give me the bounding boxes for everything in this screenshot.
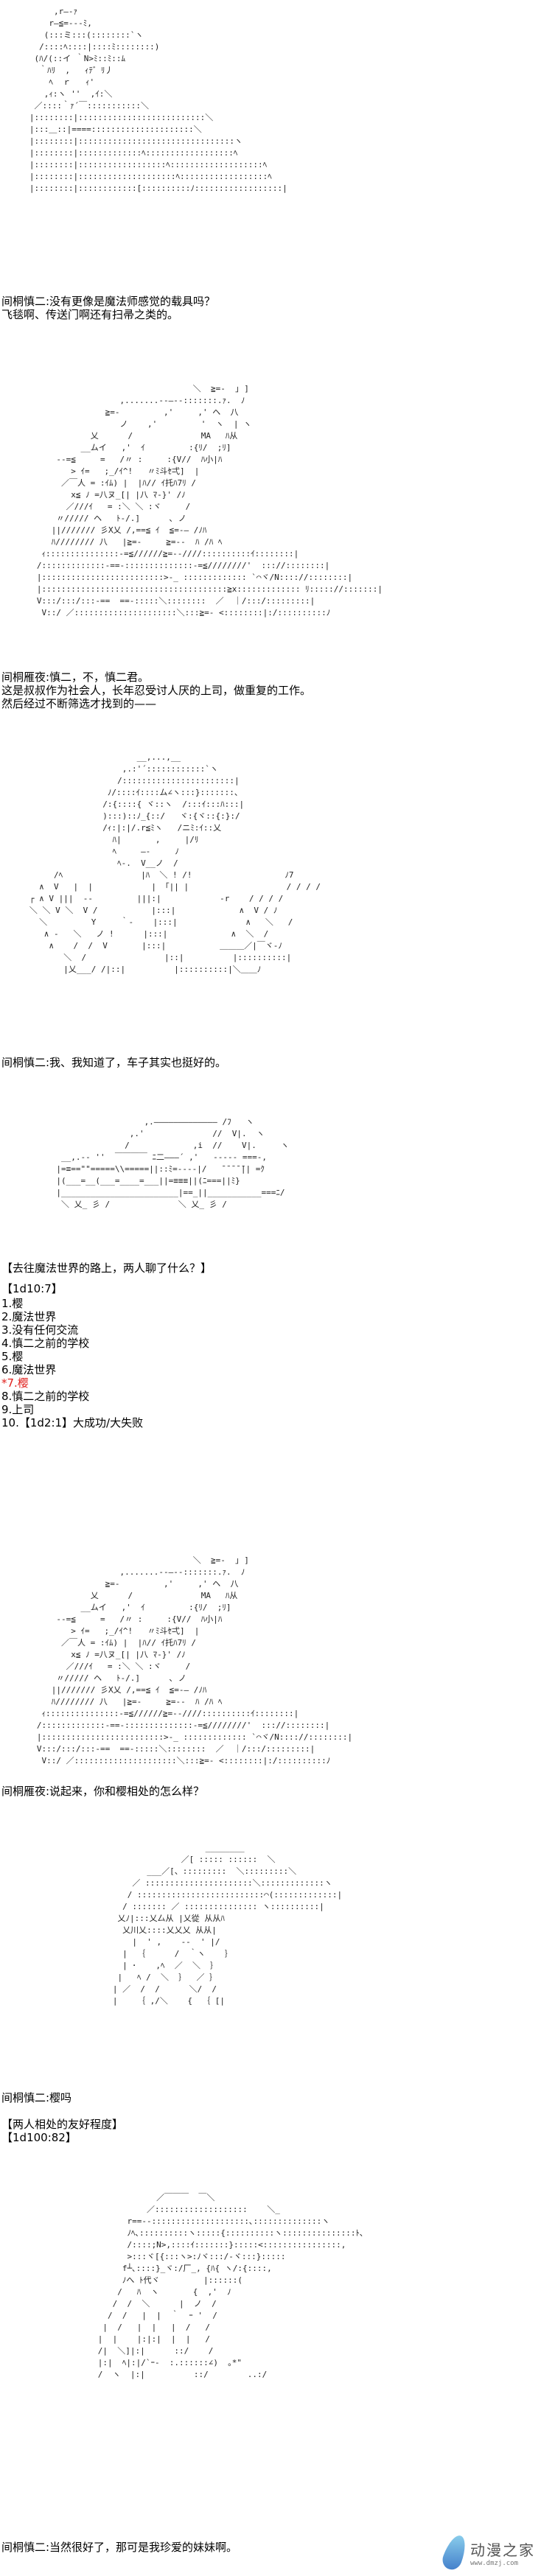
aa-art-shinji-hands: __,...,__ ,.:'´::::::::::::`ヽ /:::::::::…: [29, 752, 321, 974]
poll-option: 9.上司: [1, 1403, 35, 1416]
dialogue-line: 间桐雁夜:慎二，不，慎二君。: [1, 671, 150, 684]
aa-art-kariya: ＼ ≧=- ｣ ] ,.......-‐―--:::::::.ｧ. ﾉ ≧=- …: [36, 384, 383, 617]
aa-art-shinji-coat: ,r―-ｧ r―≦=-‐-ﾐ, (:::ミ:::(::::::::`ヽ /:::…: [29, 7, 287, 193]
aa-art-kariya-2: ＼ ≧=- ｣ ] ,.......-‐―--:::::::.ｧ. ﾉ ≧=- …: [36, 1555, 353, 1765]
watermark-url: www.dmzj.com: [470, 2559, 519, 2567]
dialogue-line: 间桐雁夜:说起来，你和樱相处的怎么样？: [1, 1785, 205, 1798]
poll-option: 4.慎二之前的学校: [1, 1337, 90, 1350]
aa-art-shinji-back: ________ ／[ ::::: :::::: ＼ ___／[、:::::::…: [112, 1843, 343, 2006]
friend-title: 【两人相处的友好程度】: [1, 2118, 124, 2131]
poll-option: 10.【1d2:1】大成功/大失败: [1, 1416, 144, 1429]
dialogue-line: 间桐慎二:樱吗: [1, 2091, 72, 2104]
poll-option: 8.慎二之前的学校: [1, 1390, 90, 1403]
dialogue-line: 然后经过不断筛选才找到的——: [1, 697, 157, 710]
dialogue-line: 间桐慎二:我、我知道了，车子其实也挺好的。: [1, 1056, 227, 1069]
poll-option: 3.没有任何交流: [1, 1323, 79, 1337]
dialogue-line: 间桐慎二:没有更像是魔法师感觉的载具吗？: [1, 295, 216, 308]
poll-option: 2.魔法世界: [1, 1310, 57, 1323]
poll-roll: 【1d10:7】: [1, 1282, 63, 1295]
dmzj-logo-icon: [439, 2533, 470, 2572]
aa-art-shinji-standing: ／￣￣￣ ￣＼ ／::::::::::::::::::: ＼_ r==-‐:::…: [97, 2193, 364, 2379]
poll-title: 【去往魔法世界的路上，两人聊了什么？】: [1, 1261, 212, 1275]
watermark: 动漫之家 www.dmzj.com: [439, 2533, 535, 2572]
friend-roll: 【1d100:82】: [1, 2131, 77, 2144]
dialogue-line: 间桐慎二:当然很好了，那可是我珍爱的妹妹啊。: [1, 2541, 238, 2554]
dialogue-line: 这是叔叔作为社会人，长年忍受讨人厌的上司，做重复的工作。: [1, 684, 312, 697]
poll-option: 6.魔法世界: [1, 1363, 57, 1376]
dialogue-line: 飞毯啊、传送门啊还有扫帚之类的。: [1, 308, 179, 321]
watermark-name: 动漫之家: [470, 2541, 535, 2559]
aa-art-car: ,.――――――――――――― /ﾌ ヽ ,.' // V|. ヽ / ,i /…: [56, 1117, 289, 1209]
poll-option: 1.樱: [1, 1297, 24, 1310]
poll-option: *7.樱: [1, 1376, 29, 1390]
poll-option: 5.樱: [1, 1350, 24, 1363]
